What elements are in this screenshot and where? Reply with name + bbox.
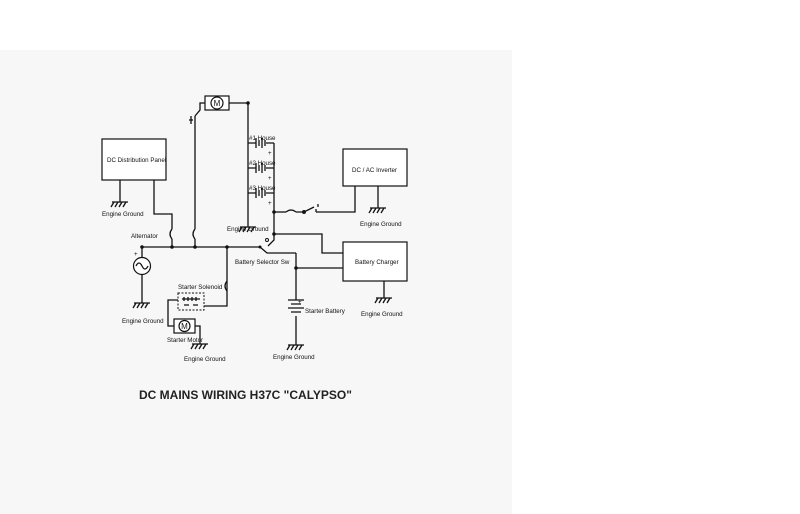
- fuse-solenoid: [224, 280, 228, 292]
- inverter-box: [342, 148, 408, 187]
- alternator-label: Alternator: [131, 233, 158, 240]
- windlass-switch-icon: [189, 116, 193, 124]
- charger-feed-wire: [274, 233, 343, 254]
- ground-icon: [374, 297, 392, 304]
- solenoid-feed-wire: [204, 247, 228, 307]
- motor-top-symbol: M: [214, 99, 221, 108]
- house3-plus: +: [268, 200, 272, 207]
- motor-ground-label: Engine Ground: [184, 356, 226, 363]
- diagram-title: DC MAINS WIRING H37C "CALYPSO": [139, 388, 352, 402]
- motor-top-wire: [229, 102, 249, 138]
- charger-ground-label: Engine Ground: [361, 311, 403, 318]
- alternator-icon: +: [132, 251, 152, 276]
- junction-dots: [140, 101, 298, 270]
- selector-contact-icon: [265, 238, 269, 242]
- inverter-switch-pivot: [302, 210, 306, 214]
- charger-lower-wire: [295, 253, 343, 269]
- house1-plus: +: [268, 150, 272, 157]
- fuses: [169, 209, 297, 292]
- starter-battery-ground-label: Engine Ground: [273, 354, 315, 361]
- junction-dot: [272, 210, 276, 214]
- house2-label: #2 House: [249, 160, 276, 167]
- selector-node-icon: [258, 245, 262, 249]
- starter-motor-symbol: M: [181, 322, 188, 331]
- house2-plus: +: [268, 175, 272, 182]
- wires: [119, 102, 385, 345]
- fuse-windlass: [192, 228, 196, 240]
- starter-motor-label: Starter Motor: [167, 337, 203, 344]
- starter-battery-icon: +: [288, 299, 304, 313]
- inverter-switch-icon: [296, 204, 319, 213]
- ground-icon: [238, 226, 256, 233]
- house-ground-label: Engine Ground: [227, 226, 269, 233]
- grounds: [110, 201, 392, 351]
- ground-icon: [286, 344, 304, 351]
- starter-battery-plus: +: [298, 299, 302, 306]
- house-battery-1-icon: +: [255, 138, 272, 157]
- switches: [189, 116, 319, 249]
- bus-to-selector-wire: [259, 246, 296, 254]
- inverter-ground-label: Engine Ground: [360, 221, 402, 228]
- solenoid-label: Starter Solenoid: [178, 284, 223, 291]
- house-battery-2-icon: +: [255, 163, 272, 182]
- junction-dot: [170, 245, 174, 249]
- house-battery-3-icon: +: [255, 188, 272, 207]
- solenoid-coil: [182, 297, 200, 301]
- selector-label: Battery Selector Sw: [235, 259, 290, 266]
- junction-dot: [294, 266, 298, 270]
- charger-box: [342, 241, 408, 282]
- house1-label: #1 House: [249, 135, 276, 142]
- panel-ground-label: Engine Ground: [102, 211, 144, 218]
- inverter-label: DC / AC Inverter: [352, 167, 397, 174]
- windlass-motor-icon: M: [204, 95, 230, 111]
- junction-dot: [272, 232, 276, 236]
- starter-motor-icon: M: [173, 318, 196, 334]
- panel-feed-wire: [153, 180, 173, 229]
- fuse-panel: [169, 228, 173, 240]
- ground-icon: [110, 201, 128, 208]
- inverter-switch-wire: [316, 186, 356, 213]
- motor-top-circle: [210, 96, 224, 110]
- motor-ground-wire: [195, 325, 201, 344]
- solenoid-icon: [177, 292, 205, 311]
- fuse-inverter: [285, 209, 297, 213]
- windlass-switch-wire: [194, 102, 205, 117]
- solenoid-motor-wire: [167, 299, 178, 327]
- junction-dot: [193, 245, 197, 249]
- dc-panel-box: [101, 138, 167, 181]
- alternator-wave: [135, 262, 149, 270]
- house-batteries: + + +: [255, 138, 272, 207]
- charger-label: Battery Charger: [355, 259, 399, 266]
- starter-battery-label: Starter Battery: [305, 308, 346, 315]
- diagram-sheet: M M + +: [0, 50, 512, 514]
- house3-label: #3 House: [249, 185, 276, 192]
- dc-panel-label: DC Distribution Panel: [107, 157, 166, 164]
- ground-icon: [190, 343, 208, 350]
- wiring-diagram: M M + +: [101, 95, 408, 402]
- junction-dot: [140, 245, 144, 249]
- alternator-plus: +: [134, 251, 138, 258]
- junction-dot: [246, 101, 250, 105]
- solenoid-body: [177, 292, 205, 311]
- house-selector-wire: [267, 234, 275, 247]
- alternator-ground-label: Engine Ground: [122, 318, 164, 325]
- ground-icon: [132, 302, 150, 309]
- starter-motor-circle: [178, 319, 191, 333]
- ground-icon: [368, 207, 386, 214]
- junction-dot: [225, 245, 229, 249]
